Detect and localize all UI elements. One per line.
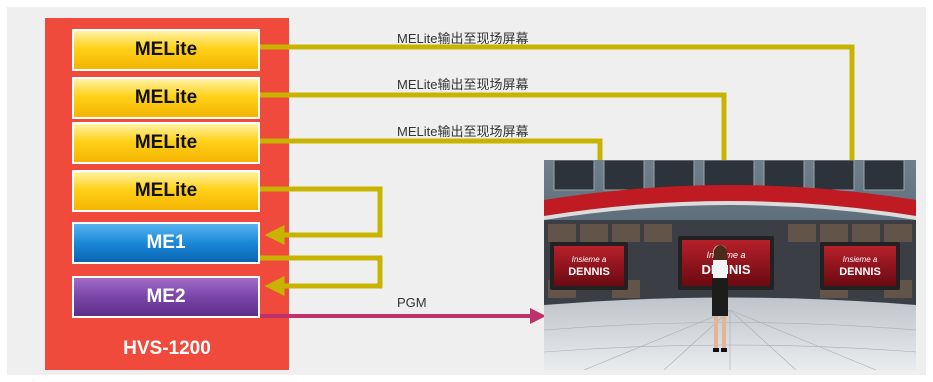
melite-bus-3[interactable]: MELite (72, 122, 260, 164)
wire-me1-to-me2 (260, 255, 383, 296)
me2-bus[interactable]: ME2 (72, 276, 260, 318)
switcher-model-label: HVS-1200 (123, 338, 211, 359)
melite-bus-4[interactable]: MELite (72, 170, 260, 212)
pgm-label: PGM (397, 295, 427, 310)
virtual-studio-image: Insieme a DENNIS Insieme a DENNIS Insiem… (544, 160, 916, 370)
melite-bus-1[interactable]: MELite (72, 29, 260, 71)
wire-label-1: MELite输出至现场屏幕 (397, 31, 529, 46)
wire-label-3: MELite输出至现场屏幕 (397, 124, 529, 139)
presenter-figure (712, 245, 728, 352)
right-screen-text-2: DENNIS (839, 266, 881, 278)
right-screen-text-1: Insieme a (843, 255, 878, 264)
me1-bus[interactable]: ME1 (72, 222, 260, 264)
left-screen-text-2: DENNIS (568, 266, 610, 278)
melite-bus-2[interactable]: MELite (72, 77, 260, 119)
left-screen-text-1: Insieme a (572, 255, 607, 264)
wire-label-2: MELite输出至现场屏幕 (397, 77, 529, 92)
wire-melite4-to-me1 (260, 186, 383, 245)
